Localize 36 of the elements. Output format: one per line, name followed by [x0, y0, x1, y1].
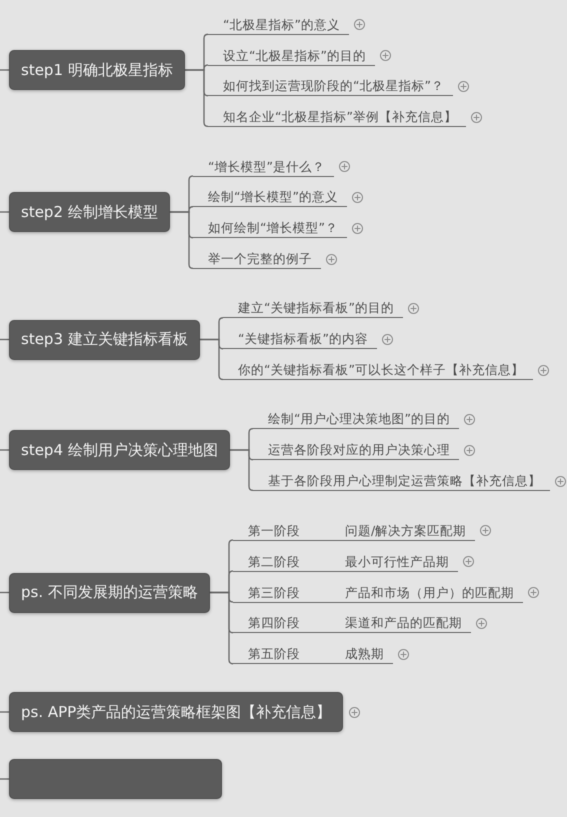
- stage-name: 第五阶段: [248, 645, 301, 664]
- stage-name: 第一阶段: [248, 522, 301, 540]
- stage-description: 最小可行性产品期: [345, 552, 449, 571]
- subtopic-label: 如何找到运营现阶段的“北极星指标”？: [208, 76, 453, 96]
- branch-line: [184, 69, 208, 128]
- branch-line: [210, 592, 234, 664]
- stage-name: 第三阶段: [248, 584, 301, 602]
- stage-description: 渠道和产品的匹配期: [345, 614, 462, 632]
- subtopic-label: 建立“关键指标看板”的目的: [223, 298, 403, 318]
- stage-description: 成熟期: [345, 645, 384, 664]
- subtopic-label: 知名企业“北极星指标”举例【补充信息】: [208, 107, 466, 127]
- branch-line: [170, 211, 194, 270]
- topic-box: ps. APP类产品的运营策略框架图【补充信息】: [9, 692, 344, 732]
- subtopic-label: 设立“北极星指标”的目的: [208, 46, 375, 66]
- subtopic-label: “增长模型”是什么？: [193, 156, 334, 177]
- branch-line: [230, 449, 254, 492]
- stage-description: 问题/解决方案匹配期: [345, 522, 466, 540]
- stage-name: 第二阶段: [248, 552, 301, 571]
- stage-description: 产品和市场（用户）的匹配期: [345, 584, 514, 602]
- subtopic-label: “关键指标看板”的内容: [223, 329, 377, 350]
- subtopic-label: 运营各阶段对应的用户决策心理: [253, 440, 459, 460]
- topic-box: ps. 不同发展期的运营策略: [9, 572, 210, 612]
- subtopic-label: 举一个完整的例子: [193, 249, 321, 269]
- topic-box: step1 明确北极星指标: [9, 50, 185, 90]
- subtopic-label: 你的“关键指标看板”可以长这个样子【补充信息】: [223, 360, 533, 380]
- topic-box: [9, 759, 222, 799]
- subtopic-label: 如何绘制“增长模型”？: [193, 218, 347, 238]
- branch-line: [200, 338, 224, 380]
- topic-box: step2 绘制增长模型: [9, 192, 170, 232]
- subtopic-label: 绘制“用户心理决策地图”的目的: [253, 409, 459, 430]
- topic-box: step3 建立关键指标看板: [9, 320, 200, 360]
- topic-box: step4 绘制用户决策心理地图: [9, 430, 230, 470]
- subtopic-label: 基于各阶段用户心理制定运营策略【补充信息】: [253, 471, 550, 491]
- subtopic-label: 绘制“增长模型”的意义: [193, 187, 347, 208]
- stage-name: 第四阶段: [248, 614, 301, 632]
- subtopic-label: “北极星指标”的意义: [208, 14, 349, 35]
